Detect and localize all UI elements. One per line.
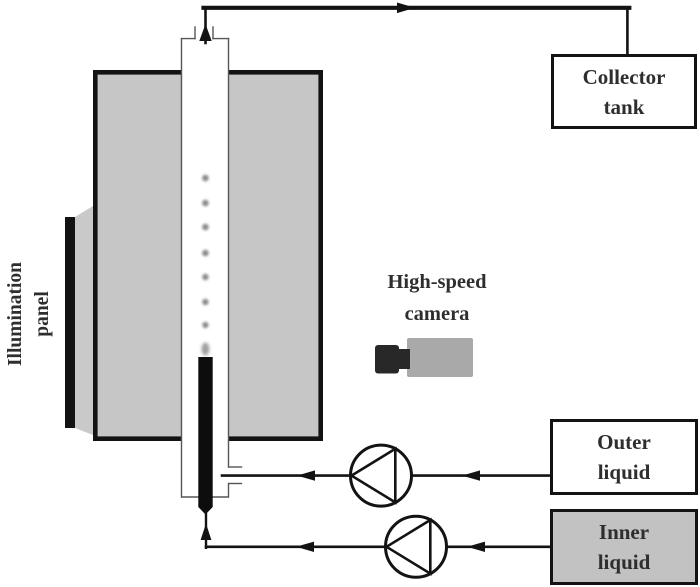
- collector-tank-label-line1: Collector: [582, 64, 666, 89]
- flow-arrows: [199, 2, 485, 552]
- inner-liquid-pump-icon: [384, 514, 448, 579]
- camera-mount: [398, 349, 410, 369]
- camera-label: High-speed camera: [357, 266, 517, 330]
- left-arrow-icon: [297, 470, 315, 481]
- inner-liquid-box: Inner liquid: [550, 509, 698, 585]
- droplet-stream: [202, 174, 209, 329]
- outer-liquid-box: Outer liquid: [550, 419, 698, 495]
- collector-tank-label-line2: tank: [603, 94, 645, 119]
- camera-lens: [375, 345, 399, 374]
- camera-body: [407, 338, 473, 377]
- illumination-label-line2: panel: [32, 291, 53, 337]
- collector-tank-box: Collector tank: [551, 54, 697, 129]
- left-arrow-icon: [296, 541, 314, 552]
- up-arrow-icon: [199, 24, 212, 41]
- camera-icon: [375, 338, 473, 377]
- left-arrow-icon: [462, 470, 480, 481]
- illumination-strip: [65, 217, 75, 428]
- inner-liquid-label-line1: Inner: [598, 520, 650, 544]
- outer-liquid-pump-icon: [349, 443, 413, 508]
- droplet: [202, 298, 209, 306]
- droplet: [202, 199, 209, 207]
- left-arrow-icon: [467, 541, 485, 552]
- illumination-panel-label: Illumination panel: [2, 232, 58, 396]
- droplet: [202, 223, 209, 231]
- forming-droplet: [201, 342, 210, 356]
- illumination-wedge: [75, 206, 93, 435]
- droplet: [202, 273, 209, 281]
- outer-liquid-label-line2: liquid: [597, 460, 651, 484]
- droplet: [202, 321, 209, 329]
- outer-liquid-label-line1: Outer: [597, 430, 651, 454]
- up-arrow-icon: [200, 523, 212, 540]
- injection-needle: [198, 357, 213, 515]
- camera-label-line2: camera: [404, 303, 470, 325]
- illumination-label-line1: Illumination: [5, 261, 26, 367]
- right-arrow-icon: [397, 2, 415, 14]
- camera-label-line1: High-speed: [387, 271, 487, 293]
- droplet: [202, 174, 209, 182]
- droplet: [202, 249, 209, 257]
- inner-liquid-label-line2: liquid: [597, 550, 651, 574]
